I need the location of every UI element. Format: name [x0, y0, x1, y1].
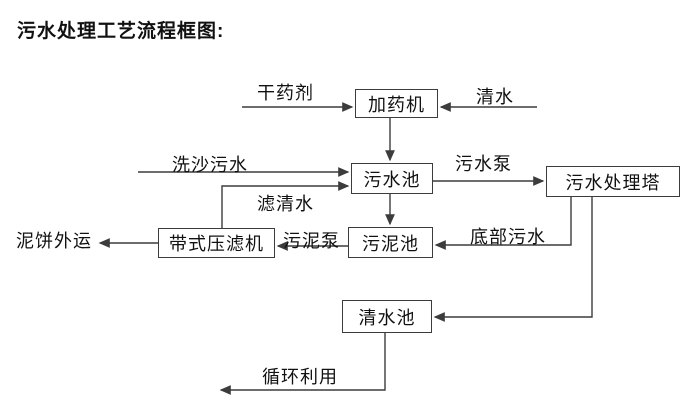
flow-label-mud-cake-out: 泥饼外运	[16, 231, 92, 251]
arrow-bottom-sewage-to-sludge-pool	[434, 197, 572, 250]
node-clean-water-pool: 清水池	[342, 300, 432, 333]
flow-label-sewage-pump: 污水泵	[455, 154, 512, 174]
node-sewage-pool: 污水池	[351, 163, 433, 194]
arrow-clean-pool-to-recycle	[219, 333, 386, 395]
node-treatment-tower: 污水处理塔	[546, 166, 680, 197]
flow-label-dry-chemical: 干药剂	[257, 83, 314, 103]
flow-label-recycle: 循环利用	[262, 367, 338, 387]
flow-label-clean-water: 清水	[476, 87, 514, 107]
node-belt-filter-press: 带式压滤机	[158, 228, 275, 258]
node-sludge-pool: 污泥池	[348, 227, 433, 258]
arrow-treatment-tower-to-clean-pool	[433, 197, 593, 322]
diagram-title: 污水处理工艺流程框图:	[17, 21, 225, 42]
flow-label-bottom-sewage: 底部污水	[470, 227, 546, 247]
arrow-filtered-water-to-sewage-pool	[221, 181, 350, 228]
node-dosing-machine: 加药机	[355, 89, 438, 118]
flow-label-sludge-pump: 污泥泵	[283, 231, 340, 251]
flow-label-filtered-water: 滤清水	[257, 194, 314, 214]
flow-label-sand-washing-sewage: 洗沙污水	[172, 155, 248, 175]
